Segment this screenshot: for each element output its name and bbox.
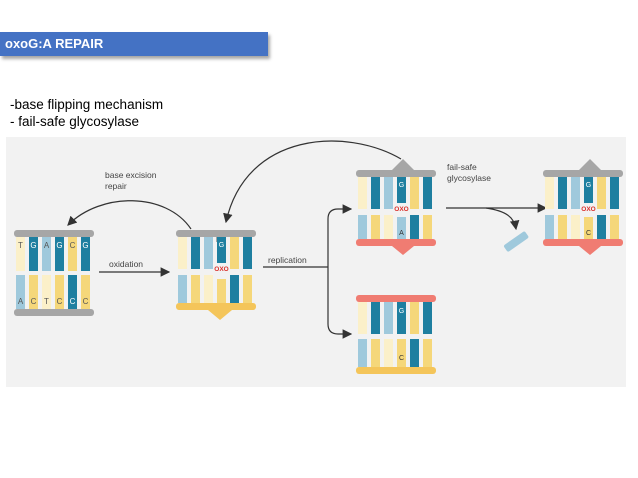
label-glycosylase: glycosylase bbox=[447, 173, 491, 183]
oxo-g-letter-2: G bbox=[399, 182, 404, 189]
g-letter: G bbox=[399, 308, 404, 315]
base-top-5 bbox=[68, 237, 77, 271]
oxo-g-letter: G bbox=[219, 242, 224, 249]
dna1-top-letter-5: C bbox=[70, 241, 76, 250]
dna-oxoG-C: G OXO C bbox=[543, 159, 623, 255]
base-top-4 bbox=[55, 237, 64, 271]
bullet-fail-safe: - fail-safe glycosylase bbox=[10, 114, 140, 129]
oxo-g-base bbox=[217, 237, 226, 263]
base-top-2 bbox=[29, 237, 38, 271]
replication-branch-up bbox=[327, 204, 353, 267]
dna1-bot-letter-5: C bbox=[70, 297, 76, 306]
repair-arrow bbox=[67, 200, 192, 230]
backbone-bottom bbox=[176, 303, 256, 310]
bullet-list: -base flipping mechanism - fail-safe gly… bbox=[10, 96, 163, 130]
base-top-6 bbox=[81, 237, 90, 271]
dna1-top-letter-6: G bbox=[82, 241, 88, 250]
dna-oxidized: G OXO bbox=[176, 230, 256, 320]
base-top-3 bbox=[42, 237, 51, 271]
dna1-top-letter-4: G bbox=[56, 241, 62, 250]
oxo-label-2: OXO bbox=[394, 206, 408, 213]
diagram-panel: T G A G C G A C T C C C base excision re… bbox=[6, 137, 626, 387]
loop-arrow bbox=[223, 140, 402, 224]
bullet-base-flipping: -base flipping mechanism bbox=[10, 97, 164, 112]
cytosine-letter: C bbox=[586, 230, 591, 237]
label-fail-safe: fail-safe bbox=[447, 162, 477, 172]
base-bot-2 bbox=[29, 275, 38, 309]
dna-G-C: G C bbox=[356, 295, 436, 374]
dna1-top-letter-3: A bbox=[44, 241, 50, 250]
repair-diagram: T G A G C G A C T C C C base excision re… bbox=[14, 140, 623, 374]
base-bot-3 bbox=[42, 275, 51, 309]
oxo-g-letter-3: G bbox=[586, 182, 591, 189]
dna-oxoG-A: G OXO A bbox=[356, 159, 436, 255]
backbone-top bbox=[14, 230, 94, 237]
slide-title: oxoG:A REPAIR bbox=[5, 36, 104, 51]
label-replication: replication bbox=[268, 255, 307, 265]
dna1-bot-letter-2: C bbox=[31, 297, 37, 306]
base-bot-4 bbox=[55, 275, 64, 309]
excised-adenine bbox=[504, 231, 529, 252]
excision-arrow bbox=[485, 207, 520, 231]
base-top-1 bbox=[16, 237, 25, 271]
label-base-excision: base excision bbox=[105, 170, 157, 180]
dna1-bot-letter-4: C bbox=[57, 297, 63, 306]
dna1-top-letter-2: G bbox=[30, 241, 36, 250]
label-oxidation: oxidation bbox=[109, 259, 143, 269]
dna1-bot-letter-1: A bbox=[18, 297, 24, 306]
oxo-label-3: OXO bbox=[581, 206, 595, 213]
base-bot-6 bbox=[81, 275, 90, 309]
oxo-label: OXO bbox=[214, 266, 228, 273]
base-bot-5 bbox=[68, 275, 77, 309]
label-repair: repair bbox=[105, 181, 127, 191]
base-bot-1 bbox=[16, 275, 25, 309]
adenine-letter: A bbox=[399, 230, 404, 237]
dna1-bot-letter-3: T bbox=[44, 297, 49, 306]
c-letter: C bbox=[399, 355, 404, 362]
dna1-top-letter-1: T bbox=[18, 241, 23, 250]
backbone-bottom bbox=[14, 309, 94, 316]
replication-branch-down bbox=[327, 267, 353, 339]
adenine-base bbox=[397, 217, 406, 239]
dna-original: T G A G C G A C T C C C bbox=[14, 230, 94, 316]
cytosine-base bbox=[584, 217, 593, 239]
dna1-bot-letter-6: C bbox=[83, 297, 89, 306]
title-bar: oxoG:A REPAIR bbox=[0, 32, 268, 56]
